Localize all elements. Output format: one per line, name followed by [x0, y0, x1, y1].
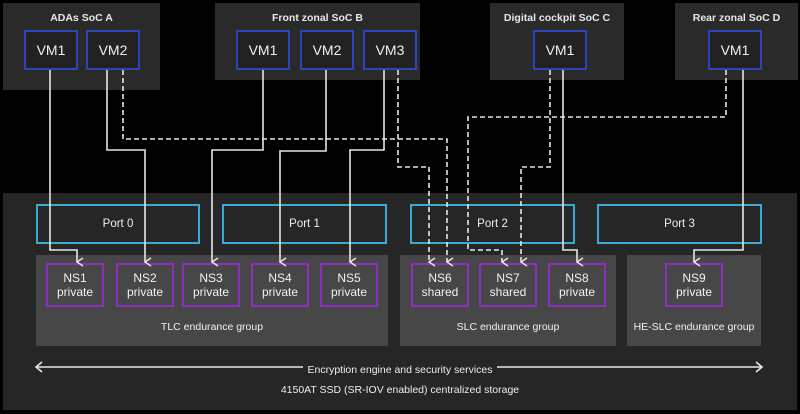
ns-type: private — [126, 285, 164, 299]
port-1[interactable]: Port 1 — [222, 204, 387, 244]
conn-a-vm2-ns6 — [122, 70, 454, 267]
port-0[interactable]: Port 0 — [36, 204, 200, 244]
conn-c-vm1-ns8 — [562, 70, 584, 267]
conn-b-vm3-ns6 — [397, 70, 436, 267]
ns-name: NS6 — [428, 271, 452, 285]
soc-a-vm2[interactable]: VM2 — [86, 30, 140, 70]
soc-d-vm1[interactable]: VM1 — [708, 30, 762, 70]
ns-name: NS2 — [133, 271, 157, 285]
ns7[interactable]: NS7 shared — [479, 263, 537, 307]
conn-b-vm1-ns3 — [210, 70, 264, 267]
conn-d-vm1-ns7 — [467, 70, 727, 267]
soc-b-vm1[interactable]: VM1 — [236, 30, 290, 70]
soc-c-title: Digital cockpit SoC C — [503, 12, 611, 24]
conn-d-vm1-ns9 — [692, 70, 744, 267]
he-slc-group-label: HE-SLC endurance group — [633, 321, 755, 333]
ns-type: shared — [489, 285, 527, 299]
encryption-label-wrap: Encryption engine and security services — [0, 360, 800, 378]
ns-type: shared — [421, 285, 459, 299]
storage-label: 4150AT SSD (SR-IOV enabled) centralized … — [280, 384, 520, 396]
conn-a-vm1-ns1 — [49, 70, 84, 267]
soc-b-vm2[interactable]: VM2 — [300, 30, 354, 70]
ns-type: private — [330, 285, 368, 299]
soc-a-title: ADAs SoC A — [50, 12, 113, 24]
ns-type: private — [261, 285, 299, 299]
ns9[interactable]: NS9 private — [665, 263, 723, 307]
ns-type: private — [192, 285, 230, 299]
soc-b-title: Front zonal SoC B — [272, 12, 363, 24]
ns-name: NS3 — [199, 271, 223, 285]
ns1[interactable]: NS1 private — [46, 263, 104, 307]
ns-name: NS4 — [268, 271, 292, 285]
conn-b-vm3-ns5 — [348, 70, 385, 267]
tlc-group-label: TLC endurance group — [160, 321, 264, 333]
ns5[interactable]: NS5 private — [320, 263, 378, 307]
soc-a-vm1[interactable]: VM1 — [24, 30, 78, 70]
ns-type: private — [56, 285, 94, 299]
ns-name: NS8 — [565, 271, 589, 285]
ns6[interactable]: NS6 shared — [411, 263, 469, 307]
ns-name: NS5 — [337, 271, 361, 285]
conn-b-vm2-ns4 — [278, 70, 327, 267]
slc-group-label: SLC endurance group — [456, 321, 560, 333]
port-3[interactable]: Port 3 — [597, 204, 762, 244]
soc-c-vm1[interactable]: VM1 — [533, 30, 587, 70]
soc-b-vm3[interactable]: VM3 — [363, 30, 417, 70]
ns-name: NS9 — [682, 271, 706, 285]
ns3[interactable]: NS3 private — [182, 263, 240, 307]
port-2[interactable]: Port 2 — [410, 204, 575, 244]
conn-a-vm2-ns2 — [106, 70, 152, 267]
ns4[interactable]: NS4 private — [251, 263, 309, 307]
ns-type: private — [558, 285, 596, 299]
ns-type: private — [675, 285, 713, 299]
soc-d-title: Rear zonal SoC D — [692, 12, 781, 24]
encryption-label: Encryption engine and security services — [303, 364, 497, 376]
ns-name: NS1 — [63, 271, 87, 285]
ns-name: NS7 — [496, 271, 520, 285]
conn-c-vm1-ns7 — [519, 70, 551, 267]
